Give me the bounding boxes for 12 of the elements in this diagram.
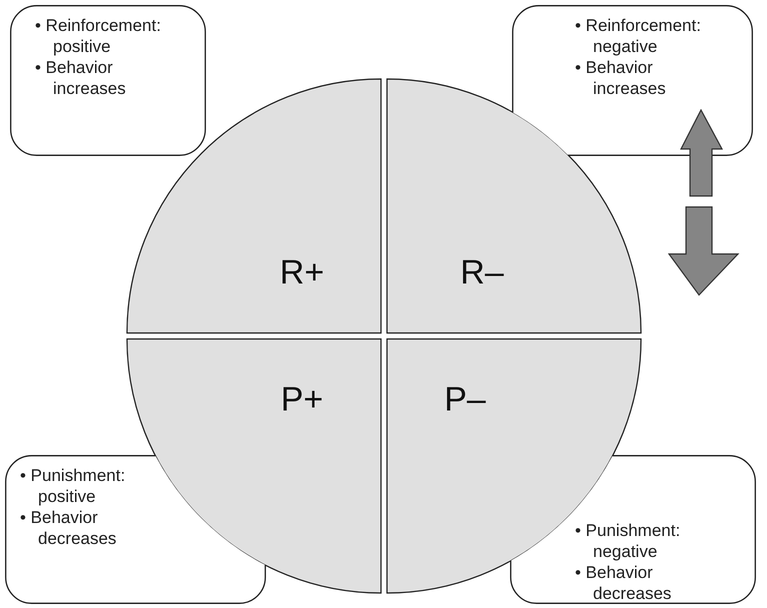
bullet-text: • Punishment: negative bbox=[575, 520, 682, 562]
quadrant-label: P+ bbox=[280, 380, 324, 420]
bullet-text: • Reinforcement: negative bbox=[575, 15, 702, 57]
bullet-text: • Behavior decreases bbox=[20, 507, 118, 549]
bullet-text: • Behavior increases bbox=[575, 57, 667, 99]
quadrant-label: R+ bbox=[280, 254, 324, 292]
bullet-text: • Punishment: positive bbox=[20, 465, 126, 507]
bullet-text: • Reinforcement: positive bbox=[35, 15, 162, 57]
bullet-text: • Behavior decreases bbox=[575, 562, 672, 604]
quadrant-label: R– bbox=[460, 254, 504, 292]
quadrant-label: P– bbox=[444, 380, 486, 420]
bullet-text: • Behavior increases bbox=[35, 57, 127, 99]
